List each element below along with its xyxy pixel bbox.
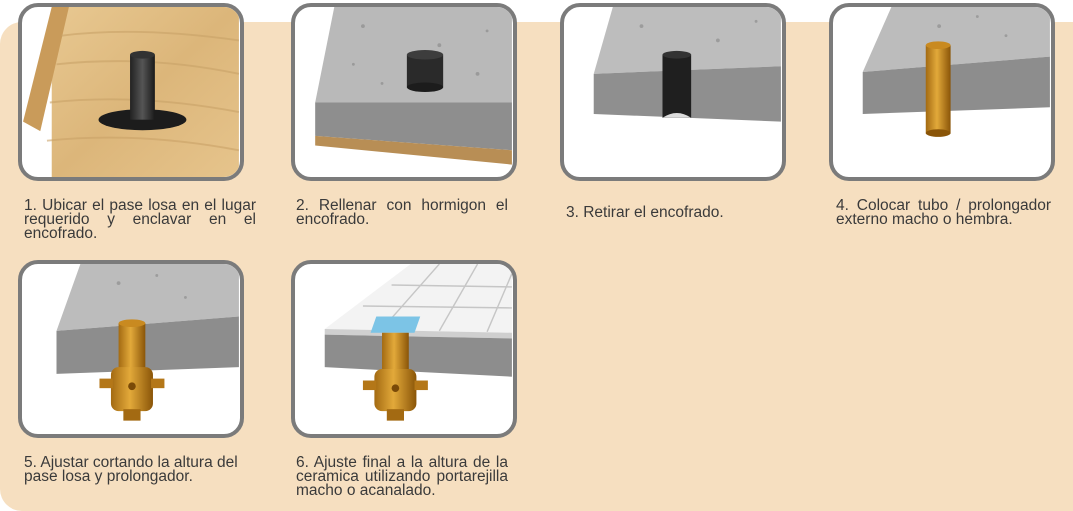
slab-formwork-removed-image xyxy=(593,7,781,122)
slab-with-extension-tube-image xyxy=(862,7,1050,137)
step-2-illustration xyxy=(291,3,517,181)
concrete-slab-with-pipe-image xyxy=(315,7,512,165)
step-4-caption: 4. Colocar tubo / prolongador externo ma… xyxy=(836,197,1051,228)
step-1-illustration xyxy=(18,3,244,181)
step-3-caption: 3. Retirar el encofrado. xyxy=(566,204,724,221)
step-5-illustration xyxy=(18,260,244,438)
step-6-caption: 6. Ajuste final a la altura de la cerami… xyxy=(296,454,508,499)
step-3-illustration xyxy=(560,3,786,181)
step-5-caption: 5. Ajustar cortando la altura del pase l… xyxy=(24,454,238,485)
cut-slab-pass-and-extension-image xyxy=(56,264,239,421)
step-2-caption: 2. Rellenar con hormigon el encofrado. xyxy=(296,197,508,228)
wood-formwork-image xyxy=(23,7,240,177)
step-4-illustration xyxy=(829,3,1055,181)
ceramic-level-grate-holder-image xyxy=(324,264,513,421)
step-6-illustration xyxy=(291,260,517,438)
step-1-caption: 1. Ubicar el pase losa en el lugar reque… xyxy=(24,197,256,242)
